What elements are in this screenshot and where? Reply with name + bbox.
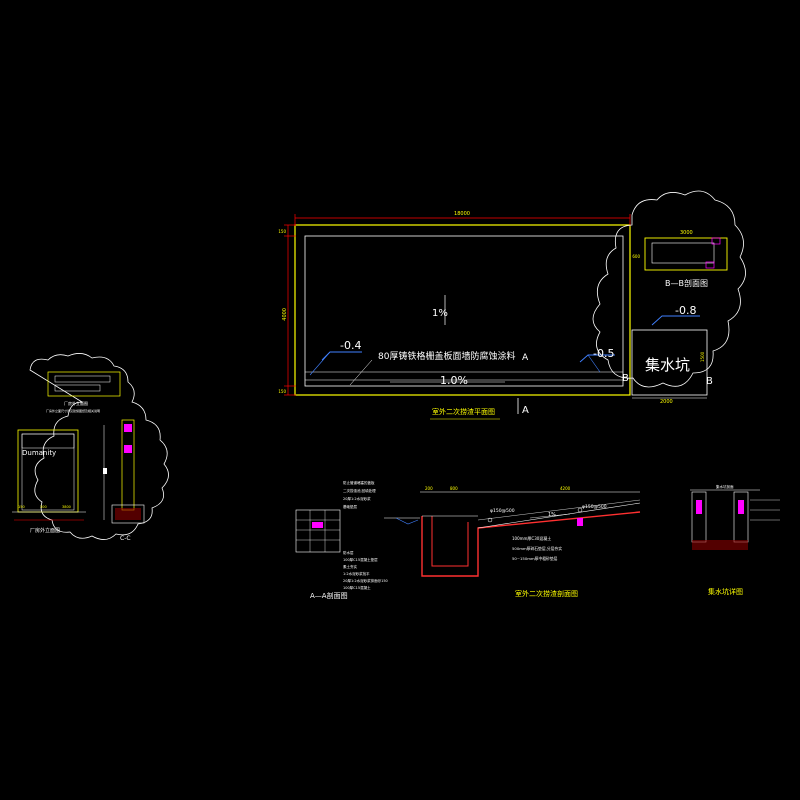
revision-cloud-left xyxy=(29,353,169,540)
pit-wall-left xyxy=(691,491,707,543)
aa-layer-2: 素土夯实 xyxy=(343,564,357,569)
door-text: Dumanity xyxy=(22,449,56,457)
mid-caption: 室外二次捞渣剖面图 xyxy=(515,589,578,598)
trench-inner-wall xyxy=(304,235,624,387)
bottom-elevation-caption: 厂房外立面图 xyxy=(30,527,60,534)
door-dim-2: 300 xyxy=(40,505,47,509)
plan-caption: 室外二次捞渣平面图 xyxy=(432,407,495,416)
pipe-2: φ150@500 xyxy=(582,504,607,510)
aa-grid xyxy=(295,509,341,553)
left-dim-mid: 4000 xyxy=(282,308,288,321)
mid-dim-2: 4200 xyxy=(560,486,571,491)
top-elevation-caption: 厂房外立面图 xyxy=(64,400,88,406)
aa-layer-1: 100厚C15混凝土垫层 xyxy=(343,557,378,562)
cc-footing xyxy=(111,504,145,524)
pipe-1: φ150@500 xyxy=(490,508,515,514)
revision-cloud-right xyxy=(592,190,746,388)
top-dim-text: 18000 xyxy=(454,211,470,217)
pit-section-caption: 集水坑详图 xyxy=(708,587,743,596)
section-b-left: B xyxy=(622,373,629,384)
level-left: -0.4 xyxy=(340,339,361,352)
level-right: -0.5 xyxy=(593,347,614,360)
section-a-bottom: A xyxy=(522,405,529,416)
left-dim-top: 150 xyxy=(278,229,286,234)
pit-outline xyxy=(631,329,708,396)
pit-wall-right xyxy=(733,491,749,543)
section-b-right: B xyxy=(706,376,713,387)
door-frame xyxy=(17,429,79,513)
mid-note-0: 100mm厚C30混凝土 xyxy=(512,535,551,541)
door-dim-1: 150 xyxy=(18,505,25,509)
bb-box-inner xyxy=(651,242,715,264)
pit-section: 集水坑剖面 集水坑详图 xyxy=(690,484,780,596)
aa-note-1: 二次捞渣池,回填处理 xyxy=(343,488,376,493)
top-elevation-note: 厂房外立面尺寸详见建施图纸及相关说明 xyxy=(46,408,100,413)
level-pit: -0.8 xyxy=(675,304,696,317)
pit-area: 集水坑 1500 2000 xyxy=(592,190,746,405)
aa-layer-5: 100厚C15混凝土 xyxy=(343,585,371,590)
left-dim-bot: 150 xyxy=(278,389,286,394)
mid-note-2: 50~150mm厚中粗砂垫层 xyxy=(512,556,558,561)
door-dim-3: 3800 xyxy=(62,505,71,509)
grating-note: 80厚铸铁格栅盖板面墙防腐蚀涂料 xyxy=(378,350,515,362)
u-channel-inner xyxy=(431,516,469,567)
bb-dim-top: 3000 xyxy=(680,230,693,236)
cc-caption: C-C xyxy=(120,535,131,542)
grating-leader xyxy=(349,359,373,386)
bb-marker-2 xyxy=(705,261,715,269)
mid-slope: 1% xyxy=(548,512,556,518)
aa-layer-4: 20厚1:2水泥砂浆抹面@150 xyxy=(343,578,388,583)
trench-section: 200 800 4200 φ150@500 φ150@500 1% 100mm厚… xyxy=(384,486,641,598)
aa-layer-3: 1:2水泥砂浆找平 xyxy=(343,571,370,576)
bb-caption: B—B剖面图 xyxy=(665,278,708,288)
bb-dim-left: 600 xyxy=(632,254,640,259)
bb-marker xyxy=(711,237,721,245)
cc-wall xyxy=(121,419,135,511)
mid-dim-1: 800 xyxy=(450,486,458,491)
aa-note-3: 基础垫层 xyxy=(343,504,357,509)
aa-caption: A—A剖面图 xyxy=(310,591,348,600)
level-mark-pit xyxy=(651,315,700,326)
left-detail: 厂房外立面图 厂房外立面尺寸详见建施图纸及相关说明 Dumanity 150 3… xyxy=(12,353,169,542)
pit-label: 集水坑 xyxy=(645,356,690,374)
bb-box-outer xyxy=(644,237,728,271)
slope-bottom: 1.0% xyxy=(440,374,468,387)
aa-note-2: 20厚1:2水泥砂浆 xyxy=(343,496,371,501)
aa-note-0: 防止管道堵塞的盖板 xyxy=(343,480,375,485)
slope-center: 1% xyxy=(432,308,448,319)
trench-outer-wall xyxy=(294,224,631,396)
top-elevation-box xyxy=(47,371,121,397)
trench-plan: 18000 150 4000 150 1% 1.0% -0.4 -0.5 -0.… xyxy=(278,211,713,420)
mid-note-1: 500mm厚碎石垫层,分层夯实 xyxy=(512,546,562,551)
level-mark-left xyxy=(321,351,362,361)
mid-dim-0: 200 xyxy=(425,486,433,491)
bb-section: 3000 600 B—B剖面图 xyxy=(632,230,728,288)
aa-layer-0: 防水层 xyxy=(343,550,354,555)
pit-base xyxy=(692,540,748,550)
pit-section-label: 集水坑剖面 xyxy=(716,484,734,489)
pit-dim-bottom: 2000 xyxy=(660,399,673,405)
u-channel-outer xyxy=(421,511,641,577)
section-a-inner: A xyxy=(522,353,529,363)
pit-dim-right: 1500 xyxy=(700,351,705,362)
aa-section: 防止管道堵塞的盖板 二次捞渣池,回填处理 20厚1:2水泥砂浆 基础垫层 防水层… xyxy=(295,480,388,600)
